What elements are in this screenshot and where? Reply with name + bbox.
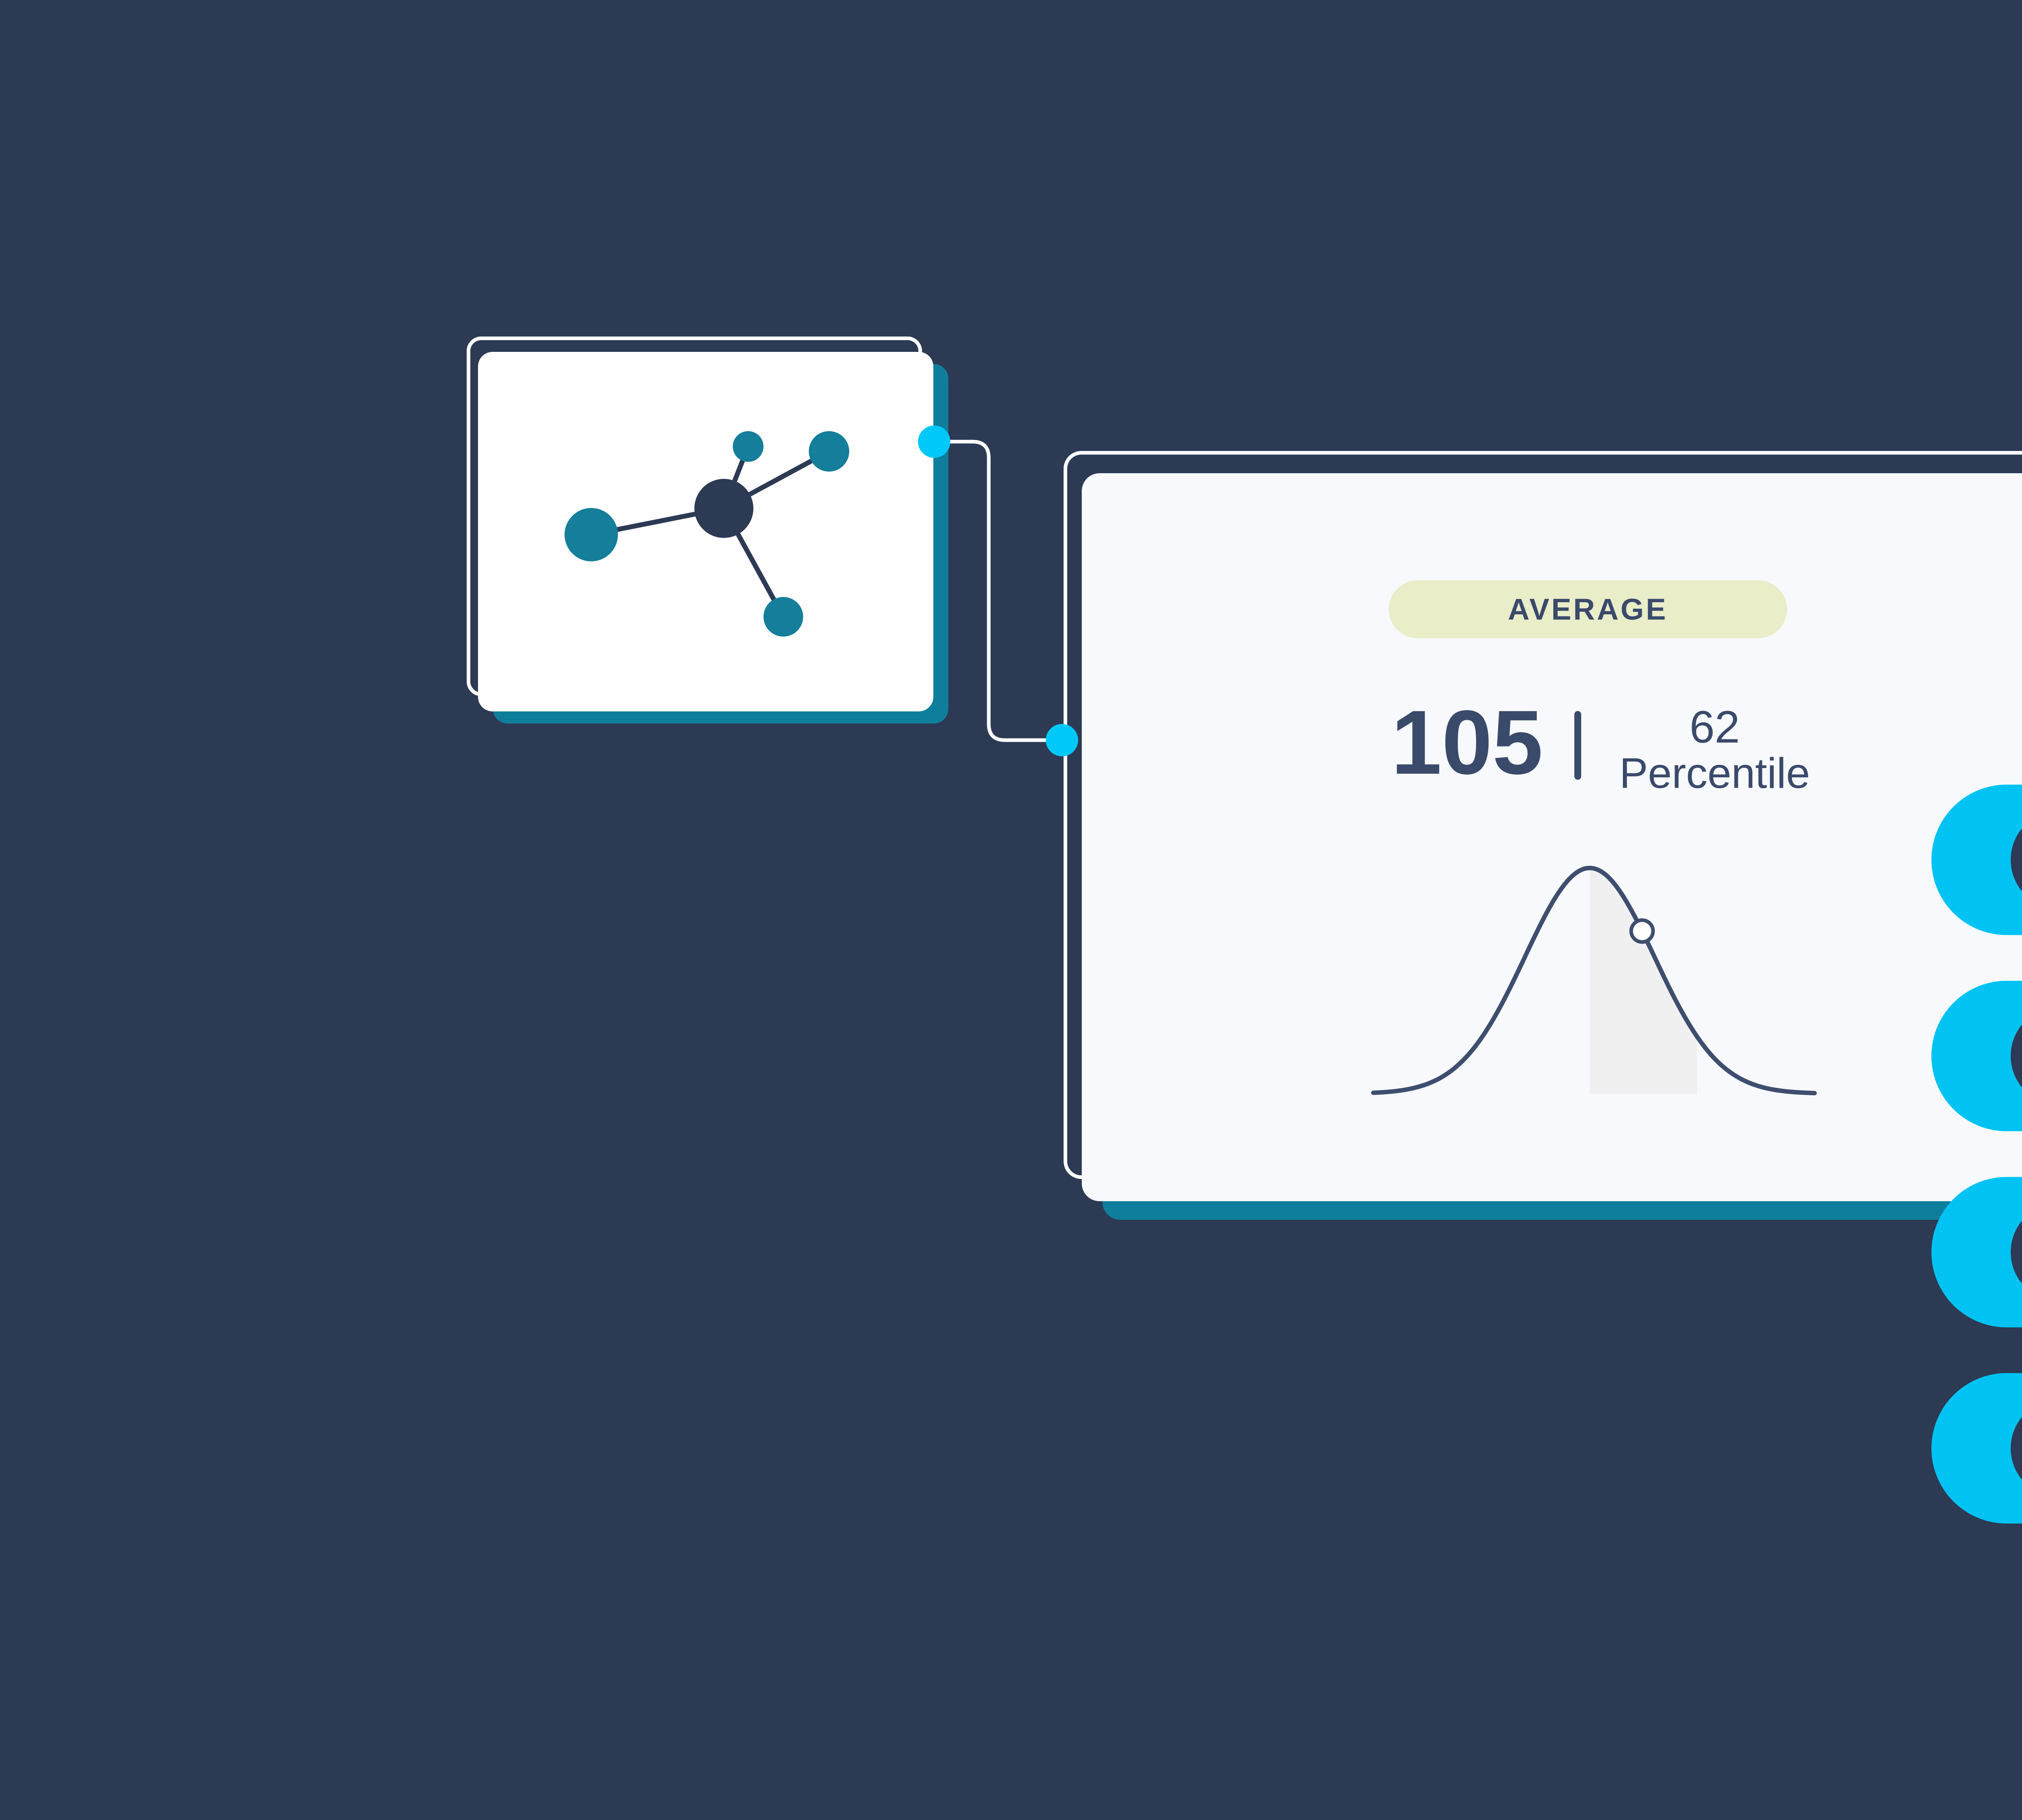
- percentile-label: Percentile: [1619, 749, 1810, 797]
- skill-pill-verbal-ability[interactable]: Verbal Ability: [1931, 1373, 2022, 1524]
- average-badge: AVERAGE: [1389, 580, 1787, 638]
- average-badge-label: AVERAGE: [1508, 593, 1668, 626]
- check-icon: [2011, 1221, 2022, 1284]
- check-icon: [2011, 828, 2022, 891]
- score-marker-dot: [1629, 918, 1655, 944]
- mini-card: [478, 352, 933, 711]
- bell-curve-line: [1371, 866, 1817, 1096]
- score-separator: [1574, 711, 1581, 780]
- network-graph-icon: [565, 431, 849, 637]
- iq-score-value: 105: [1391, 691, 1543, 793]
- curve-shaded-area: [1590, 868, 1697, 1094]
- percentile-block: 62 Percentile: [1614, 705, 1816, 797]
- bell-curve-chart: [1371, 866, 1817, 1096]
- check-icon: [2011, 1024, 2022, 1088]
- check-icon: [2011, 1417, 2022, 1480]
- percentile-value: 62: [1689, 702, 1740, 752]
- connector-path: [932, 440, 1064, 742]
